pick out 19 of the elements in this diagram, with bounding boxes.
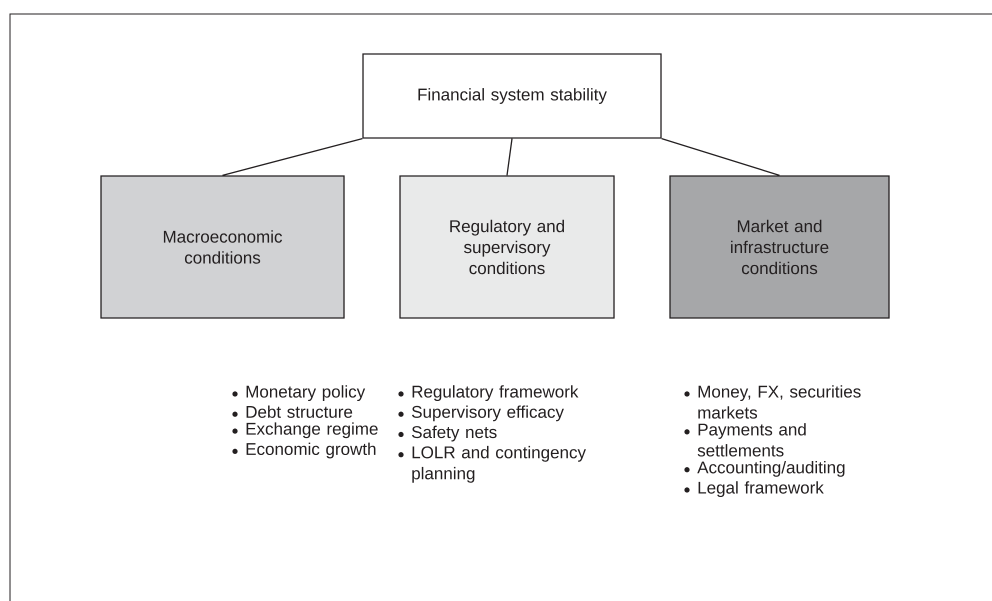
bullet-item: Regulatory framework: [412, 385, 578, 402]
bullet-item: Accounting/auditing: [697, 460, 844, 477]
category-box: Market and infrastructure conditions: [669, 175, 890, 319]
bullet-item: Exchange regime: [246, 422, 378, 438]
bullet-item: Economic growth: [246, 442, 376, 458]
title-box: Financial system stability: [362, 53, 662, 139]
bullet-item: Safety nets: [412, 426, 497, 442]
bullet-item: Payments and settlements: [698, 423, 806, 457]
connector-line: [222, 138, 363, 176]
category-box: Macroeconomic conditions: [100, 175, 345, 319]
bullet-item: Legal framework: [698, 481, 824, 498]
bullet-item: LOLR and contingency planning: [412, 446, 586, 483]
connector-line: [506, 138, 513, 176]
bullet-item: Supervisory efficacy: [412, 405, 564, 422]
connector-line: [661, 138, 780, 176]
bullet-item: Debt structure: [246, 405, 352, 418]
bullet-item: Monetary policy: [246, 385, 366, 402]
category-box: Regulatory and supervisory conditions: [399, 175, 615, 319]
bullet-item: Money, FX, securities markets: [698, 385, 861, 419]
